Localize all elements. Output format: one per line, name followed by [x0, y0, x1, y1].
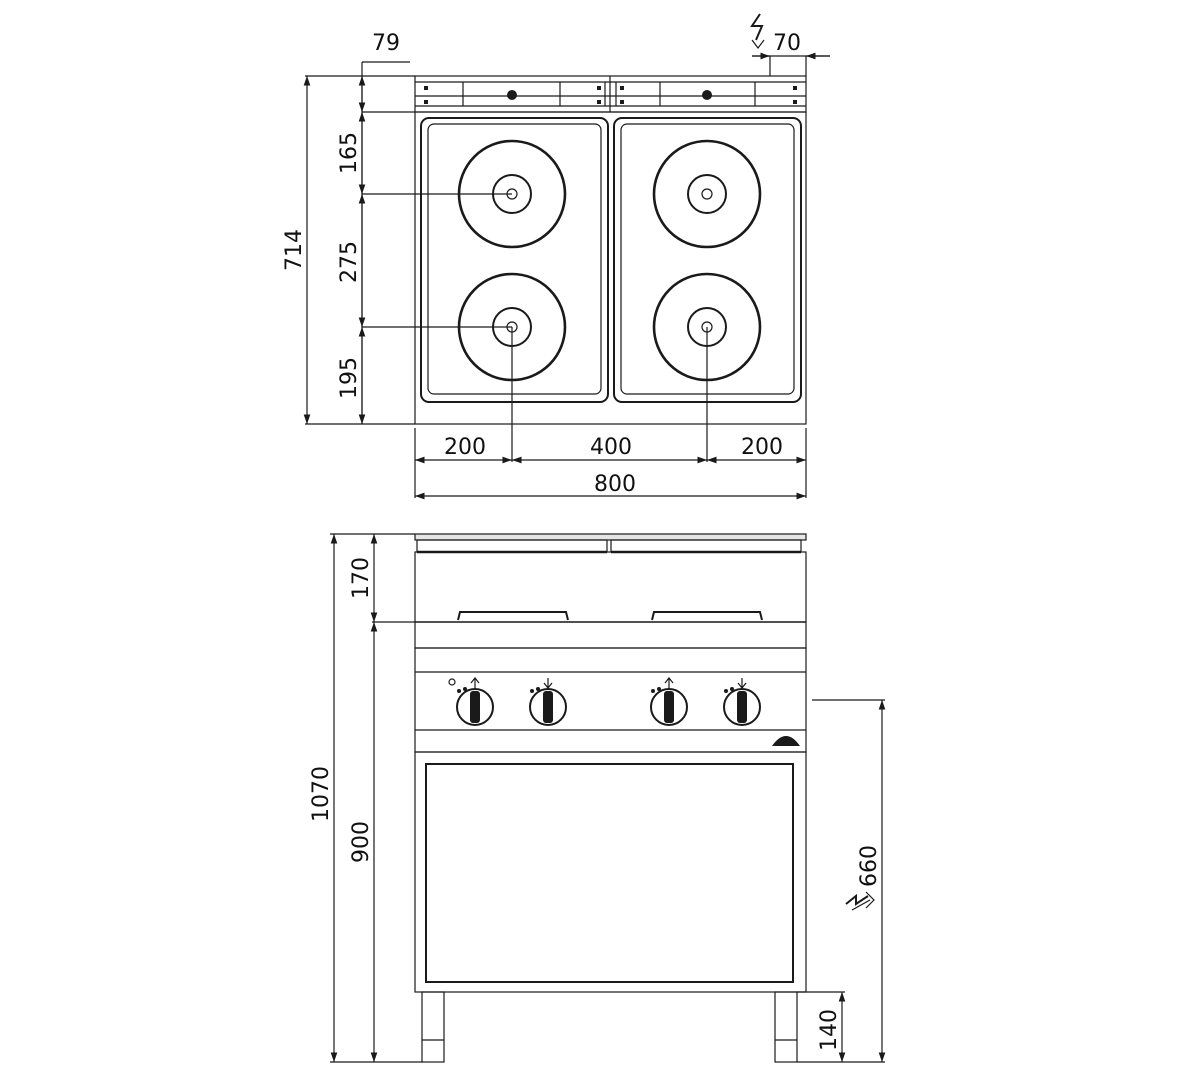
dim-400: 400: [590, 435, 632, 460]
front-view: 170 1070 900 660 140: [309, 533, 886, 1063]
worktop-outline: [414, 111, 807, 425]
dim-900: 900: [349, 821, 374, 863]
dim-1070: 1070: [309, 766, 334, 822]
back-panel: [414, 75, 807, 113]
open-cabinet-opening: [425, 763, 794, 983]
dim-70: 70: [773, 31, 801, 56]
hot-plate-profile-right: [651, 611, 763, 621]
electric-connection-icon: [845, 891, 875, 911]
brand-badge-icon: [772, 736, 800, 746]
dim-714: 714: [282, 229, 307, 271]
dim-275: 275: [337, 241, 362, 283]
cabinet: [414, 751, 807, 993]
dim-200-right: 200: [741, 435, 783, 460]
dim-200-left: 200: [444, 435, 486, 460]
hob-tray-left: [420, 117, 609, 403]
leg-left: [421, 991, 445, 1063]
power-light-icon: [448, 678, 456, 686]
control-knob-1[interactable]: [456, 677, 494, 726]
leg-right: [774, 991, 798, 1063]
dim-800: 800: [594, 472, 636, 497]
dim-170: 170: [349, 557, 374, 599]
dim-660: 660: [857, 845, 882, 887]
hot-plate-profile-left: [457, 611, 569, 621]
control-knob-2[interactable]: [529, 678, 567, 726]
electric-connection-icon: [750, 13, 765, 49]
top-view: 79 165 714 275 195 70 200 400 200 800: [282, 13, 830, 500]
control-knob-4[interactable]: [723, 678, 761, 726]
hot-plate-back-right: [652, 139, 762, 249]
dim-165: 165: [337, 132, 362, 174]
backsplash: [414, 533, 807, 623]
dim-195: 195: [337, 357, 362, 399]
dim-79: 79: [372, 31, 400, 56]
control-knob-3[interactable]: [650, 677, 688, 726]
dim-140: 140: [817, 1009, 842, 1051]
